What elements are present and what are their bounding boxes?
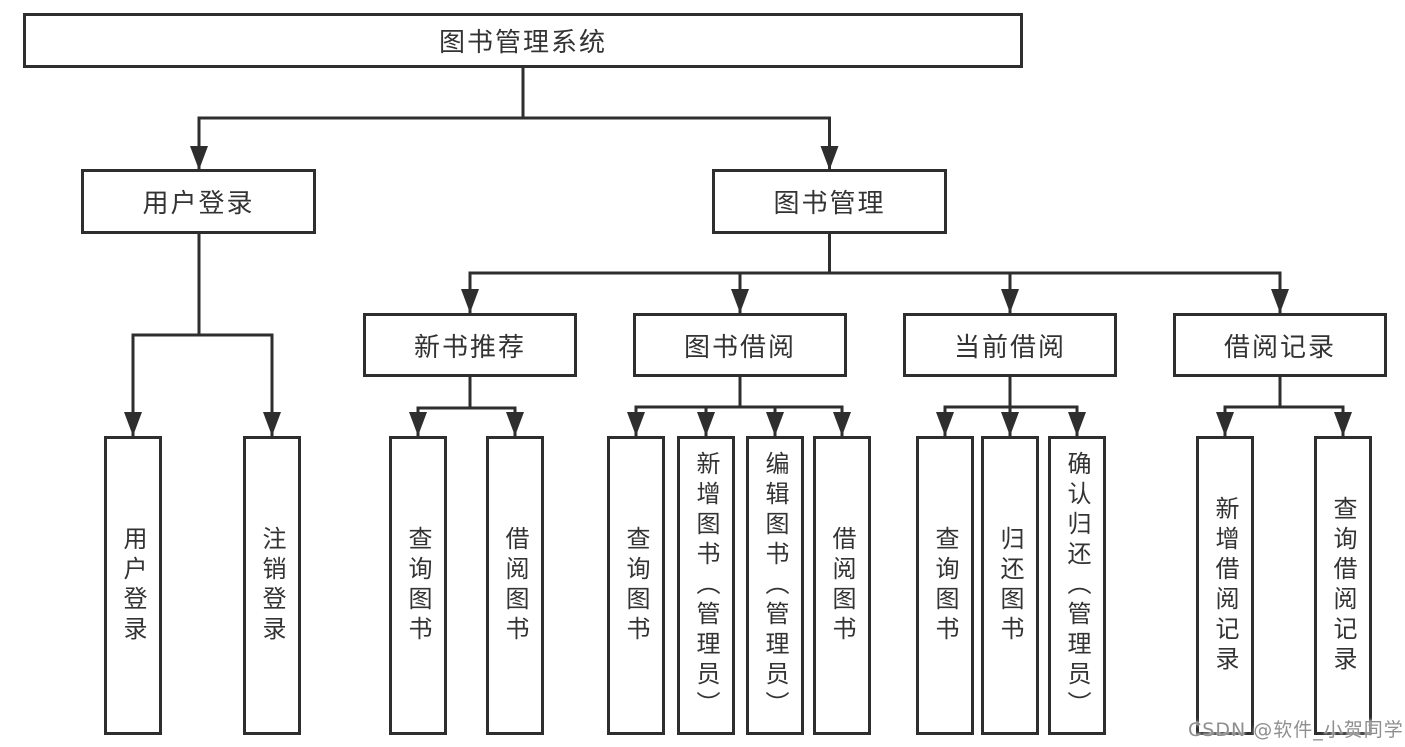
arrowhead-icon	[1001, 289, 1019, 313]
arrowhead-icon	[263, 412, 281, 436]
arrowhead-icon	[627, 412, 645, 436]
leaf-recommend-query-book: 查询图书	[389, 436, 447, 735]
arrowhead-icon	[766, 412, 784, 436]
leaf-current-return-book: 归还图书	[981, 436, 1039, 735]
leaf-borrow-borrow-book: 借阅图书	[813, 436, 871, 735]
arrowhead-icon	[1271, 289, 1289, 313]
node-borrow-records: 借阅记录	[1173, 313, 1387, 377]
leaf-records-add-record: 新增借阅记录	[1196, 436, 1254, 735]
arrowhead-icon	[833, 412, 851, 436]
arrowhead-icon	[1001, 412, 1019, 436]
leaf-records-query-record: 查询借阅记录	[1314, 436, 1372, 735]
arrowhead-icon	[1216, 412, 1234, 436]
leaf-recommend-borrow-book: 借阅图书	[486, 436, 544, 735]
node-new-book-recommend: 新书推荐	[363, 313, 577, 377]
leaf-borrow-query-book: 查询图书	[607, 436, 665, 735]
arrowhead-icon	[936, 412, 954, 436]
arrowhead-icon	[124, 412, 142, 436]
arrowhead-icon	[731, 289, 749, 313]
node-root: 图书管理系统	[23, 13, 1023, 68]
leaf-user-login: 用户登录	[104, 436, 162, 735]
arrowhead-icon	[461, 289, 479, 313]
node-user-login: 用户登录	[81, 169, 316, 234]
arrowhead-icon	[1334, 412, 1352, 436]
arrowhead-icon	[820, 146, 839, 170]
connector-path	[131, 68, 1345, 436]
leaf-logout-login: 注销登录	[243, 436, 301, 735]
arrowhead-icon	[409, 412, 427, 436]
node-book-borrow: 图书借阅	[633, 313, 847, 377]
leaf-current-confirm-return-admin: 确认归还（管理员）	[1048, 436, 1106, 735]
arrowhead-icon	[506, 412, 524, 436]
leaf-borrow-edit-book-admin: 编辑图书（管理员）	[746, 436, 804, 735]
arrowhead-icon	[697, 412, 715, 436]
arrowhead-icon	[1068, 412, 1086, 436]
leaf-borrow-add-book-admin: 新增图书（管理员）	[677, 436, 735, 735]
node-current-borrow: 当前借阅	[903, 313, 1117, 377]
arrowhead-icon	[190, 146, 208, 170]
watermark: CSDN @软件_小贺同学	[1188, 719, 1404, 741]
leaf-current-query-book: 查询图书	[916, 436, 974, 735]
node-book-management: 图书管理	[712, 169, 947, 234]
